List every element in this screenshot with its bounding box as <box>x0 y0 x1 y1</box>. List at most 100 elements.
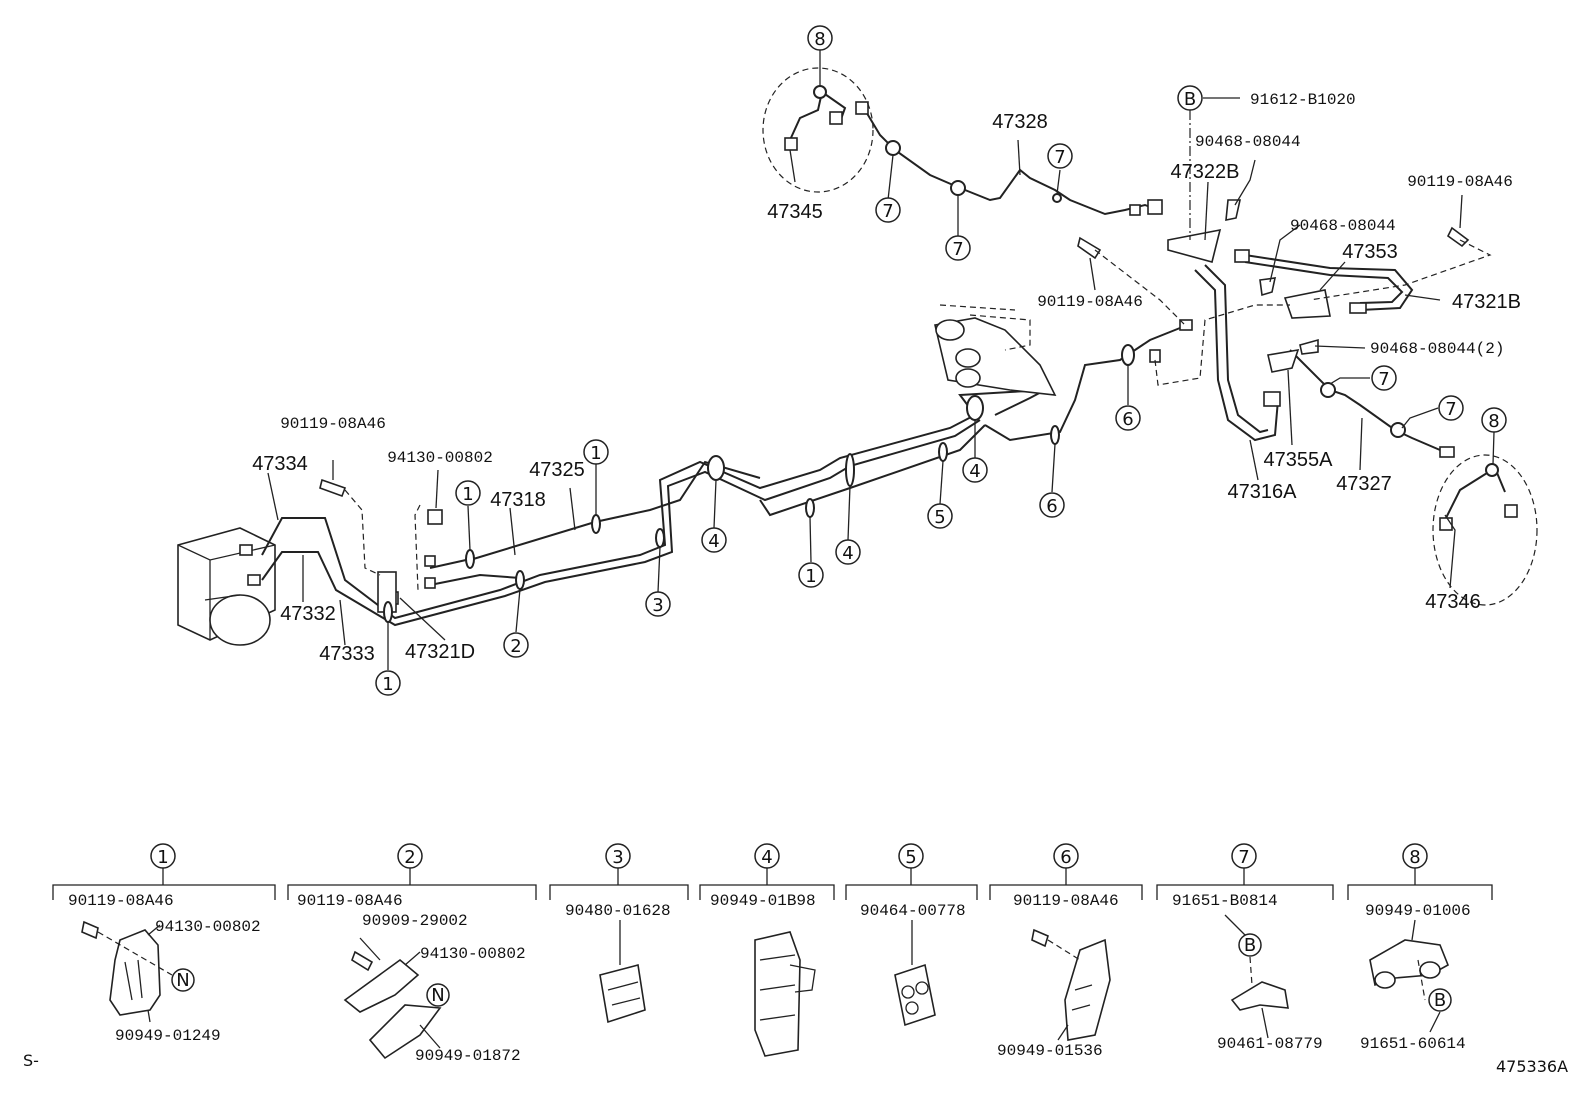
label-90468-08044-2: 90468-08044(2) <box>1370 340 1504 358</box>
svg-text:90949-01B98: 90949-01B98 <box>710 892 816 910</box>
svg-text:4: 4 <box>969 461 980 482</box>
label-47334: 47334 <box>252 453 308 475</box>
pipe-fitting <box>784 137 798 151</box>
label-47345: 47345 <box>767 201 823 223</box>
svg-text:1: 1 <box>157 847 168 868</box>
svg-text:90480-01628: 90480-01628 <box>565 902 671 920</box>
label-47318: 47318 <box>490 489 546 511</box>
hose-fitting <box>1234 249 1250 263</box>
label-47353: 47353 <box>1342 241 1398 263</box>
svg-text:90909-29002: 90909-29002 <box>362 912 468 930</box>
legend-group-6: 6 90119-08A46 90949-01536 <box>989 843 1143 1060</box>
callout-6: 6 <box>1039 492 1065 518</box>
diagram-id: 475336A <box>1496 1057 1568 1076</box>
legend-group-3: 3 90480-01628 <box>549 843 689 1024</box>
svg-text:7: 7 <box>882 201 893 222</box>
callout-4: 4 <box>835 539 861 565</box>
actuator-fitting <box>247 574 261 586</box>
svg-text:90119-08A46: 90119-08A46 <box>297 892 403 910</box>
label-47322B: 47322B <box>1171 161 1240 183</box>
svg-text:8: 8 <box>1409 847 1420 868</box>
callout-1: 1 <box>375 670 401 696</box>
svg-text:3: 3 <box>612 847 623 868</box>
label-90468-08044: 90468-08044 <box>1290 217 1396 235</box>
legend-group-1: 1 90119-08A46 94130-00802 90949-01249 N <box>52 843 276 1045</box>
pipe-fitting <box>1129 204 1141 216</box>
clip-90468 <box>1259 277 1277 297</box>
legend-group-4: 4 90949-01B98 <box>699 843 835 1057</box>
svg-text:6: 6 <box>1122 409 1133 430</box>
svg-text:2: 2 <box>404 847 415 868</box>
svg-text:90461-08779: 90461-08779 <box>1217 1035 1323 1053</box>
hose-fitting <box>1263 391 1281 407</box>
svg-text:94130-00802: 94130-00802 <box>155 918 261 936</box>
svg-text:3: 3 <box>652 595 663 616</box>
svg-text:N: N <box>431 985 444 1006</box>
clip-7-shape <box>1230 981 1289 1011</box>
bolt-90119 <box>1446 226 1470 248</box>
svg-text:B: B <box>1244 935 1256 956</box>
clip-legend: 1 90119-08A46 94130-00802 90949-01249 N … <box>52 843 1493 1065</box>
pipe-fitting <box>1504 504 1518 518</box>
detail-circle-47345 <box>762 67 874 193</box>
clip-5-shape <box>894 963 936 1027</box>
legend-group-2: 2 90119-08A46 90909-29002 94130-00802 90… <box>287 843 537 1065</box>
label-47332: 47332 <box>280 603 336 625</box>
legend-group-8: 8 90949-01006 91651-60614 B <box>1347 843 1493 1053</box>
callout-leaders <box>267 50 1495 670</box>
svg-text:N: N <box>176 970 189 991</box>
clip-4-shape <box>754 931 801 1057</box>
legend-group-5: 5 90464-00778 <box>845 843 978 1027</box>
label-47321B: 47321B <box>1452 291 1521 313</box>
bolt-icon <box>1031 928 1049 948</box>
label-47328: 47328 <box>992 111 1048 133</box>
bolt-icon <box>351 950 374 972</box>
svg-text:7: 7 <box>952 239 963 260</box>
svg-text:7: 7 <box>1238 847 1249 868</box>
svg-text:7: 7 <box>1378 369 1389 390</box>
pipe-fitting <box>424 555 436 567</box>
svg-text:1: 1 <box>462 484 473 505</box>
pipe-fitting <box>829 111 843 125</box>
clip-90468 <box>1225 199 1241 221</box>
hose-fitting <box>1349 302 1367 314</box>
svg-text:90949-01249: 90949-01249 <box>115 1027 221 1045</box>
svg-text:1: 1 <box>805 566 816 587</box>
pipe-fitting <box>1439 517 1453 531</box>
callout-1: 1 <box>583 439 609 465</box>
leader-lines <box>344 67 1538 606</box>
svg-text:8: 8 <box>1488 411 1499 432</box>
clip-90468 <box>1299 338 1319 355</box>
svg-text:5: 5 <box>934 507 945 528</box>
bolt-90119 <box>319 478 347 498</box>
svg-text:6: 6 <box>1046 496 1057 517</box>
svg-text:6: 6 <box>1060 847 1071 868</box>
callout-3: 3 <box>645 591 671 617</box>
part-labels: 47345 47328 91612-B1020 90468-08044 4732… <box>252 91 1521 665</box>
legend-group-7: 7 91651-B0814 90461-08779 B <box>1156 843 1334 1053</box>
fittings <box>239 101 1518 613</box>
bracket-47322B <box>1167 228 1222 263</box>
callout-1: 1 <box>798 562 824 588</box>
nut-94130 <box>427 509 443 525</box>
callout-8-top: 8 <box>807 25 833 51</box>
svg-text:90464-00778: 90464-00778 <box>860 902 966 920</box>
clip-2-shape <box>368 1004 442 1060</box>
label-47325: 47325 <box>529 459 585 481</box>
clip-3-shape <box>599 964 646 1024</box>
pipe-fitting <box>1179 319 1193 331</box>
label-94130-00802: 94130-00802 <box>387 449 493 467</box>
callout-7: 7 <box>875 197 901 223</box>
bolt-90119 <box>1077 236 1102 260</box>
actuator-fitting <box>239 544 253 556</box>
body-bracket-boss <box>955 348 981 368</box>
label-90468-08044: 90468-08044 <box>1195 133 1301 151</box>
svg-text:7: 7 <box>1054 147 1065 168</box>
pipe-fitting <box>1147 199 1163 215</box>
label-47355A: 47355A <box>1264 449 1334 471</box>
svg-text:1: 1 <box>590 443 601 464</box>
label-47316A: 47316A <box>1228 481 1298 503</box>
svg-text:8: 8 <box>814 29 825 50</box>
